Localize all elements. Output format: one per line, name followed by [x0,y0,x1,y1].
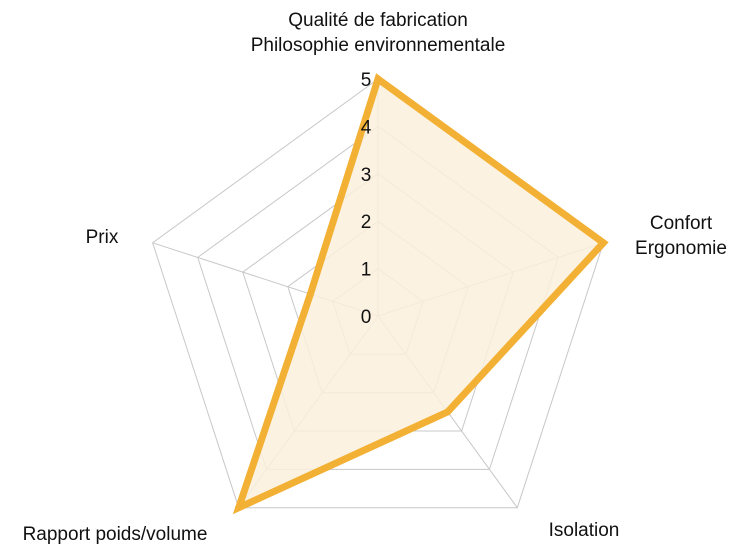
tick-label-5: 5 [361,70,372,91]
axis-label-0-0: Qualité de fabrication [288,10,468,31]
axis-label-3-0: Rapport poids/volume [23,524,208,545]
axis-label-1-0: Confort [650,213,713,234]
data-point-0 [374,75,382,83]
data-point-4 [306,290,314,298]
tick-label-1: 1 [361,260,372,281]
tick-label-2: 2 [361,212,372,233]
tick-label-4: 4 [361,117,372,138]
axis-label-4-0: Prix [86,227,119,248]
data-point-3 [235,504,243,512]
tick-label-3: 3 [361,165,372,186]
radial-tick-labels: 0 1 2 3 4 5 [361,70,372,328]
radar-series [232,73,609,515]
series-polygon [232,73,609,515]
data-point-2 [444,408,452,416]
axis-label-0-1: Philosophie environnementale [251,35,506,56]
axis-label-2-0: Isolation [549,520,620,541]
axis-label-1-1: Ergonomie [635,238,727,259]
tick-label-0: 0 [361,307,372,328]
data-point-1 [599,239,607,247]
